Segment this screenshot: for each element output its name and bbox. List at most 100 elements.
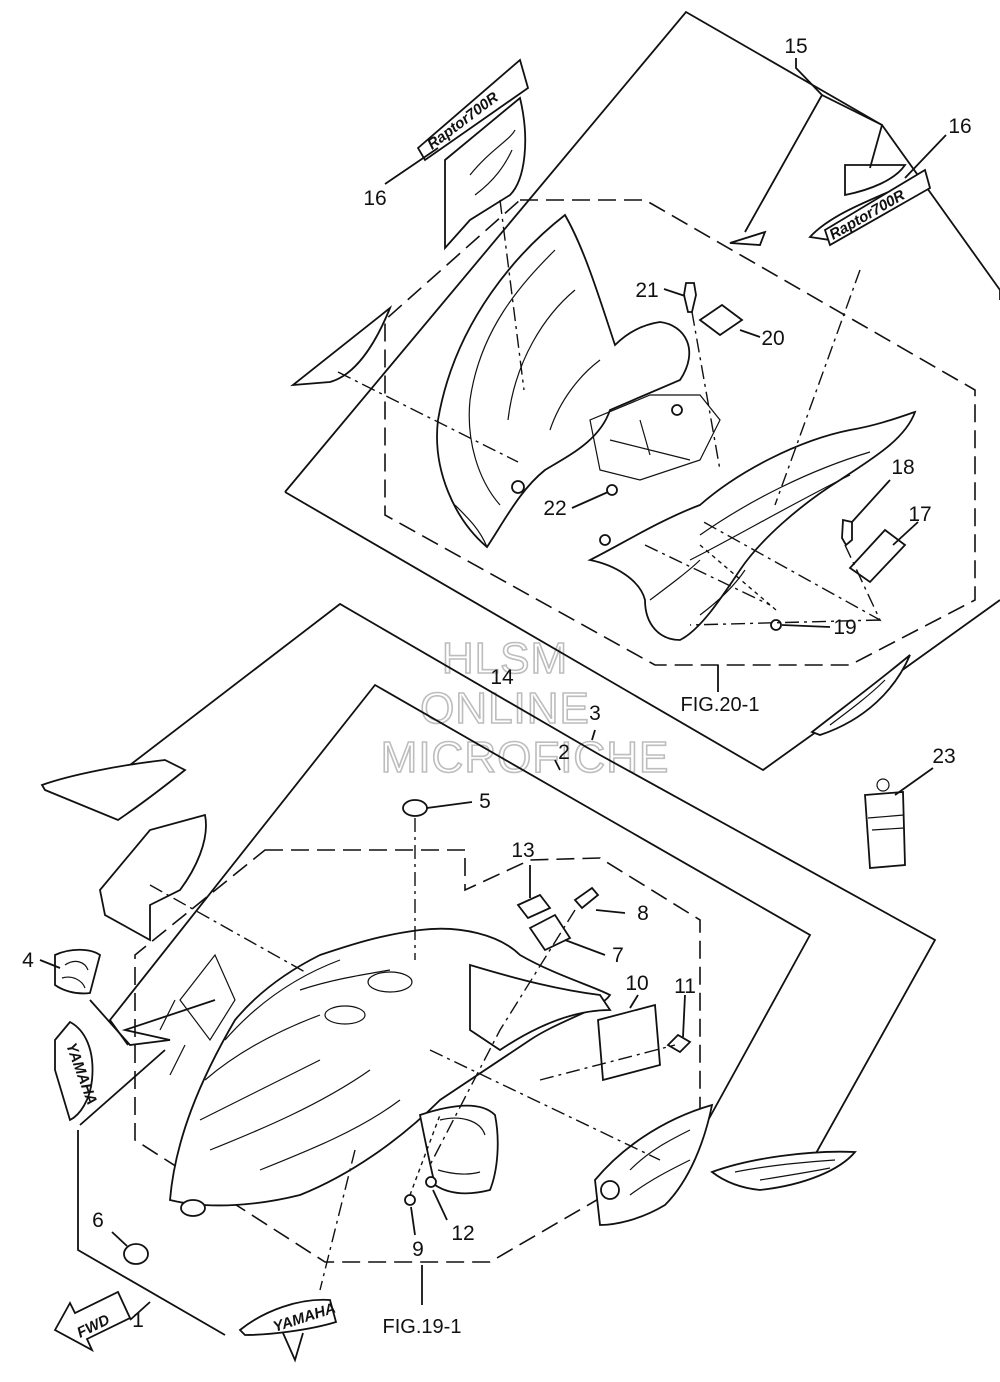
callout-16-left: 16 [363,187,386,210]
leader-6 [111,1231,128,1247]
leader-decal-bottom [282,1332,304,1363]
leader-11 [682,994,686,1038]
wheel-arch-inner [437,1117,486,1175]
leader-20 [739,329,761,338]
decal-yamaha-front: YAMAHA [238,1298,338,1336]
centerline-16 [499,199,525,391]
leader-16-right [904,134,947,179]
leader-4 [39,959,61,969]
bolt-11 [666,1033,692,1054]
callout-18: 18 [891,456,914,479]
fig-ref-upper: FIG.20-1 [681,694,760,716]
centerline-10 [429,1044,676,1161]
front-fender-inner [454,249,601,548]
hidden-19 [699,544,777,611]
decal-far-right [710,1150,857,1191]
leader-decal-left [79,999,216,1126]
callout-11: 11 [674,975,696,998]
leader-16-left [384,147,439,185]
callout-23: 23 [932,745,955,768]
grommet-top [671,404,683,416]
watermark: HLSM ONLINE MICROFICHE [380,633,670,783]
front-body-inner [199,959,401,1171]
callout-8: 8 [637,902,649,925]
decal-rear-right [810,654,911,736]
callout-14: 14 [490,666,514,689]
callout-19: 19 [833,616,856,639]
label-13 [516,893,552,920]
grommet-front [511,480,525,494]
leader-8 [595,909,626,914]
callout-22: 22 [543,497,566,520]
callout-3: 3 [589,702,601,725]
centerline-14 [337,371,519,463]
fig20-group-outline [384,199,976,666]
callout-21: 21 [635,279,658,302]
bolt-8 [573,886,600,910]
plate-17 [848,528,907,584]
callout-12: 12 [451,1222,474,1245]
fig-ref-lower: FIG.19-1 [383,1316,462,1338]
decal-14 [290,305,393,387]
bolt-18 [841,518,853,547]
watermark-line3: MICROFICHE [381,733,670,782]
leader-2 [554,759,561,771]
callout-17: 17 [908,503,931,526]
grommet-9 [404,1194,416,1206]
rear-fender-inner [649,451,871,616]
leader-10 [629,994,639,1009]
bolt-21 [683,282,697,313]
leader-12 [432,1189,448,1221]
plate-10 [597,1003,661,1082]
light-lens [180,1199,206,1217]
leader-5 [426,801,473,809]
leader-23 [894,767,934,796]
decal-15-tab [729,230,767,246]
callout-5: 5 [479,790,491,813]
callout-10: 10 [625,972,648,995]
centerline-21 [691,311,721,471]
grommet-12 [425,1176,437,1188]
decal-yamaha-side: YAMAHA [54,1020,100,1122]
decal-side-2 [99,813,207,942]
watermark-line2: ONLINE [420,684,590,733]
front-fender-part [436,213,691,549]
decal-seat-3 [40,759,187,822]
wheel-arch [418,1104,499,1195]
decal-4 [54,948,102,995]
outline-3 [129,602,937,1156]
callout-1: 1 [132,1309,144,1332]
plate-7 [528,913,572,952]
centerline-rear [644,544,771,606]
callout-9: 9 [412,1238,424,1261]
centerline-2 [149,884,306,973]
inner-housing [589,394,721,481]
callout-13: 13 [511,839,534,862]
centerline-18 [689,519,882,626]
side-skirt [469,963,612,1052]
callout-20: 20 [761,327,784,350]
fig19-group-outline [134,849,701,1263]
callout-7: 7 [612,944,624,967]
callout-6: 6 [92,1209,104,1232]
decal-rear-lower-right [594,1103,714,1226]
leader-9 [410,1206,416,1236]
centerline-front [319,1149,356,1291]
decal-6-oval [123,1243,149,1265]
leader-17 [892,521,919,546]
callout-15: 15 [784,35,807,58]
rear-fender-part [587,410,917,641]
seat-hole-2 [324,1005,366,1025]
hidden-9 [409,1114,441,1196]
centerline-7 [429,909,576,1166]
centerline-16r [774,269,861,506]
grommet-22 [606,484,618,496]
leader-18 [851,479,891,523]
callout-4: 4 [22,949,34,972]
callout-labels: 15 16 16 21 20 18 22 17 19 14 FIG.20-1 3… [22,35,972,1338]
leader-3 [591,729,596,741]
leader-21 [663,288,686,297]
leader-15 [744,58,884,233]
leader-22 [571,491,609,509]
